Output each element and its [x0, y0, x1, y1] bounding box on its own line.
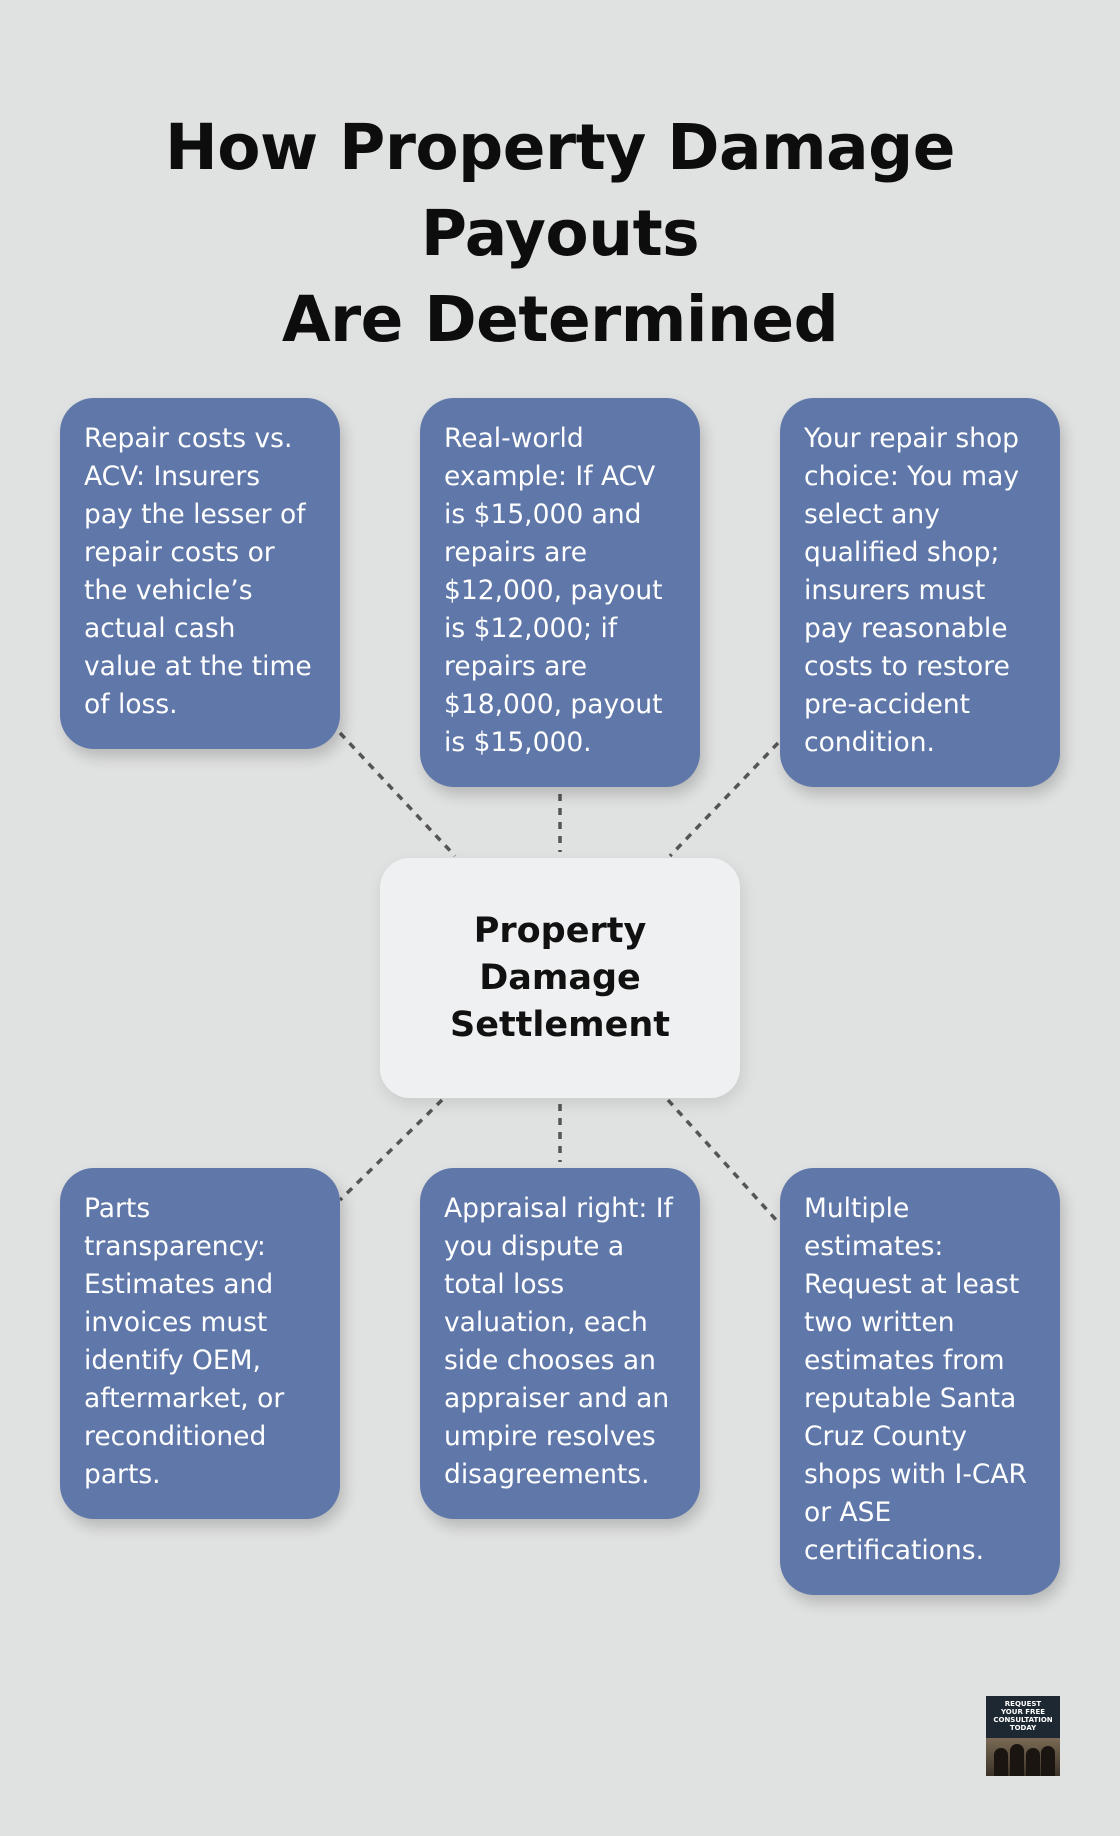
card-text: Your repair shop choice: You may select … — [804, 423, 1020, 758]
center-line-1: Property — [473, 910, 647, 951]
center-line-3: Settlement — [450, 1004, 670, 1045]
badge-line-3: CONSULTATION — [993, 1716, 1053, 1724]
connector-top-right — [668, 741, 780, 858]
card-parts-transparency: Parts transparency: Estimates and invoic… — [60, 1168, 340, 1519]
center-topic-box: Property Damage Settlement — [380, 858, 740, 1098]
card-text: Appraisal right: If you dispute a total … — [444, 1193, 673, 1490]
connector-bottom-left — [338, 1098, 444, 1202]
card-repair-shop-choice: Your repair shop choice: You may select … — [780, 398, 1060, 787]
card-text: Parts transparency: Estimates and invoic… — [84, 1193, 285, 1490]
card-repair-costs-vs-acv: Repair costs vs. ACV: Insurers pay the l… — [60, 398, 340, 749]
card-text: Real-world example: If ACV is $15,000 an… — [444, 423, 663, 758]
title-line-1: How Property Damage Payouts — [165, 111, 955, 270]
page-title: How Property Damage Payouts Are Determin… — [40, 105, 1080, 363]
consultation-badge[interactable]: REQUEST YOUR FREE CONSULTATION TODAY — [986, 1696, 1060, 1776]
attorneys-photo — [986, 1738, 1060, 1776]
card-text: Repair costs vs. ACV: Insurers pay the l… — [84, 423, 312, 720]
badge-line-2: YOUR FREE — [1000, 1708, 1046, 1716]
card-multiple-estimates: Multiple estimates: Request at least two… — [780, 1168, 1060, 1595]
card-text: Multiple estimates: Request at least two… — [804, 1193, 1027, 1566]
card-appraisal-right: Appraisal right: If you dispute a total … — [420, 1168, 700, 1519]
connector-top-left — [338, 731, 457, 858]
center-line-2: Damage — [479, 957, 641, 998]
card-real-world-example: Real-world example: If ACV is $15,000 an… — [420, 398, 700, 787]
title-line-2: Are Determined — [281, 283, 839, 356]
badge-line-4: TODAY — [1009, 1724, 1037, 1732]
badge-line-1: REQUEST — [1004, 1700, 1042, 1708]
